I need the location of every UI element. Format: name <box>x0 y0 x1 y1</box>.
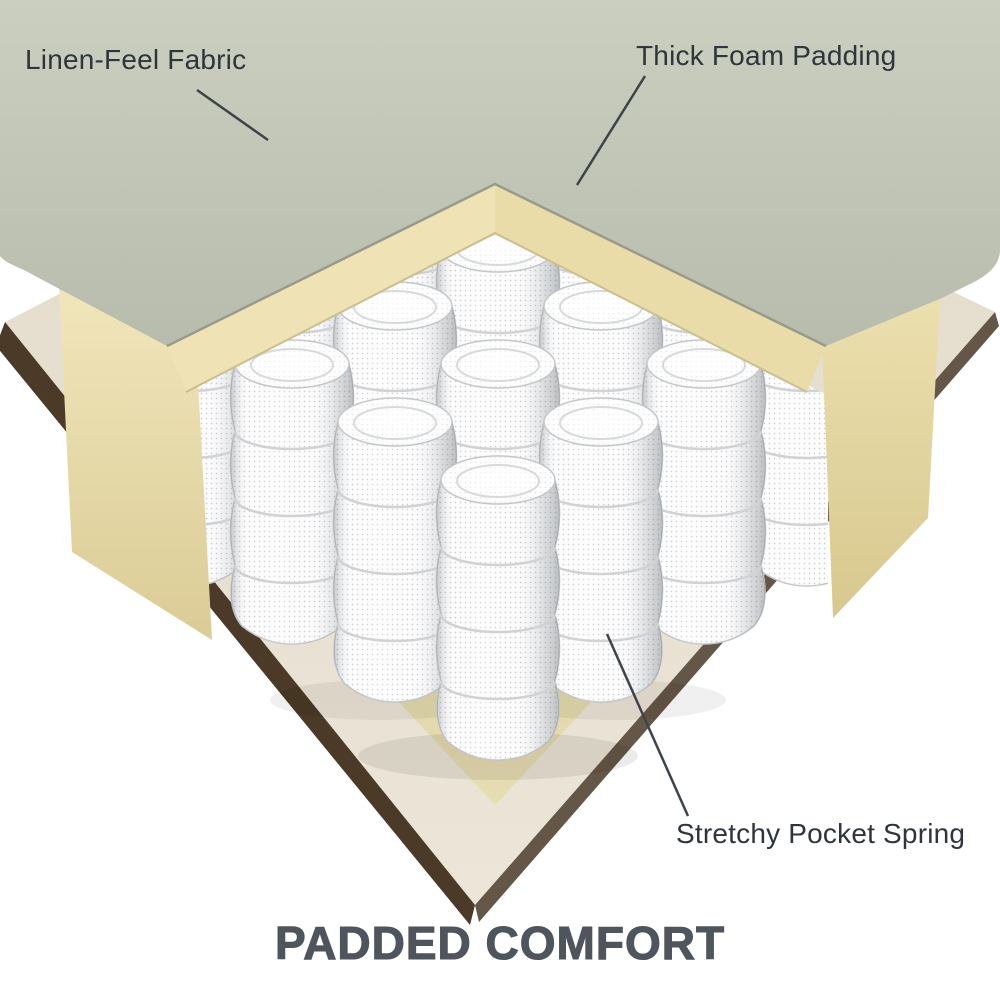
foam-wall-right <box>822 262 942 618</box>
fabric-top-surface <box>0 0 1000 346</box>
label-stretchy-pocket-spring: Stretchy Pocket Spring <box>676 818 966 849</box>
label-linen-feel-fabric: Linen-Feel Fabric <box>25 44 247 75</box>
callout-line-spring <box>605 633 690 817</box>
product-title: PADDED COMFORT <box>274 916 726 969</box>
foam-edge-right <box>495 184 826 392</box>
pocket-spring <box>437 456 560 760</box>
callout-line-foam <box>575 75 647 186</box>
foam-edge-left <box>167 184 495 392</box>
fabric-cut-edge <box>166 182 827 348</box>
foam-edge-shadow <box>185 231 808 393</box>
callout-line-fabric <box>196 88 269 142</box>
label-thick-foam-padding: Thick Foam Padding <box>636 40 897 71</box>
